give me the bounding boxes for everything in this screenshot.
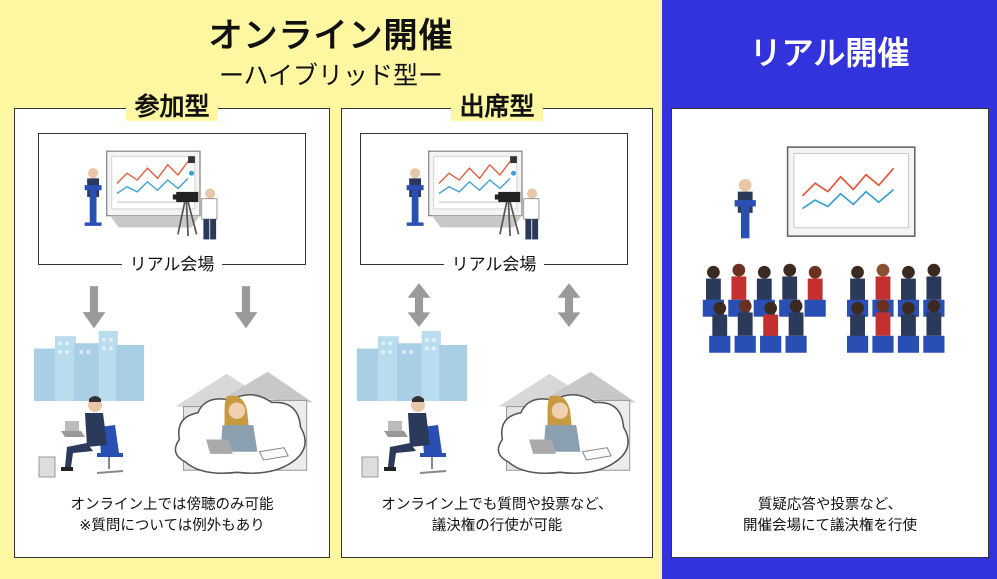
online-hybrid-panel: オンライン開催 ーハイブリッド型ー 参加型 リアル会場 オンライン上では傍聴のみ… xyxy=(0,0,662,579)
real-caption: 質疑応答や投票など、 開催会場にて議決権を行使 xyxy=(672,495,988,537)
presentation-scene-icon xyxy=(49,138,295,256)
participation-caption-line1: オンライン上では傍聴のみ可能 xyxy=(70,497,274,513)
businessman-laptop-icon xyxy=(37,391,147,481)
participation-heading: 参加型 xyxy=(126,92,218,121)
double-arrow-icon xyxy=(556,277,582,333)
real-venue-frame: リアル会場 xyxy=(38,133,306,275)
real-event-box: 質疑応答や投票など、 開催会場にて議決権を行使 xyxy=(671,108,989,558)
venue-label: リアル会場 xyxy=(121,255,223,275)
attendance-caption-line1: オンライン上でも質問や投票など、 xyxy=(381,497,613,513)
home-woman-laptop-icon xyxy=(488,365,642,479)
real-event-panel: リアル開催 質疑応答や投票など、 開催会場にて議決権を行使 xyxy=(662,0,997,579)
down-arrow-icon xyxy=(233,281,259,335)
attendance-heading: 出席型 xyxy=(451,92,543,121)
double-arrow-icon xyxy=(406,277,432,333)
venue-label: リアル会場 xyxy=(443,255,545,275)
participation-caption: オンライン上では傍聴のみ可能 ※質問については例外もあり xyxy=(15,495,329,537)
participation-box: 参加型 リアル会場 オンライン上では傍聴のみ可能 ※質問については例外もあり xyxy=(14,92,330,558)
real-caption-line1: 質疑応答や投票など、 xyxy=(757,497,903,513)
online-title: オンライン開催 xyxy=(208,16,454,56)
participation-caption-line2: ※質問については例外もあり xyxy=(79,518,265,534)
attendance-heading-wrap: 出席型 xyxy=(342,87,652,123)
real-title: リアル開催 xyxy=(749,34,910,72)
online-subtitle: ーハイブリッド型ー xyxy=(218,61,443,90)
audience-meeting-icon xyxy=(692,145,968,357)
real-venue-frame: リアル会場 xyxy=(360,133,628,275)
down-arrow-icon xyxy=(81,281,107,335)
presentation-scene-icon xyxy=(371,138,617,256)
businessman-laptop-icon xyxy=(360,391,470,481)
venue-label-wrap: リアル会場 xyxy=(39,250,305,275)
attendance-caption-line2: 議決権の行使が可能 xyxy=(431,518,563,534)
home-woman-laptop-icon xyxy=(165,365,319,479)
venue-label-wrap: リアル会場 xyxy=(361,250,627,275)
real-caption-line2: 開催会場にて議決権を行使 xyxy=(743,518,917,534)
attendance-box: 出席型 リアル会場 オンライン上でも質問や投票など、 議決権の行使が可能 xyxy=(341,92,653,558)
participation-heading-wrap: 参加型 xyxy=(15,87,329,123)
attendance-caption: オンライン上でも質問や投票など、 議決権の行使が可能 xyxy=(342,495,652,537)
